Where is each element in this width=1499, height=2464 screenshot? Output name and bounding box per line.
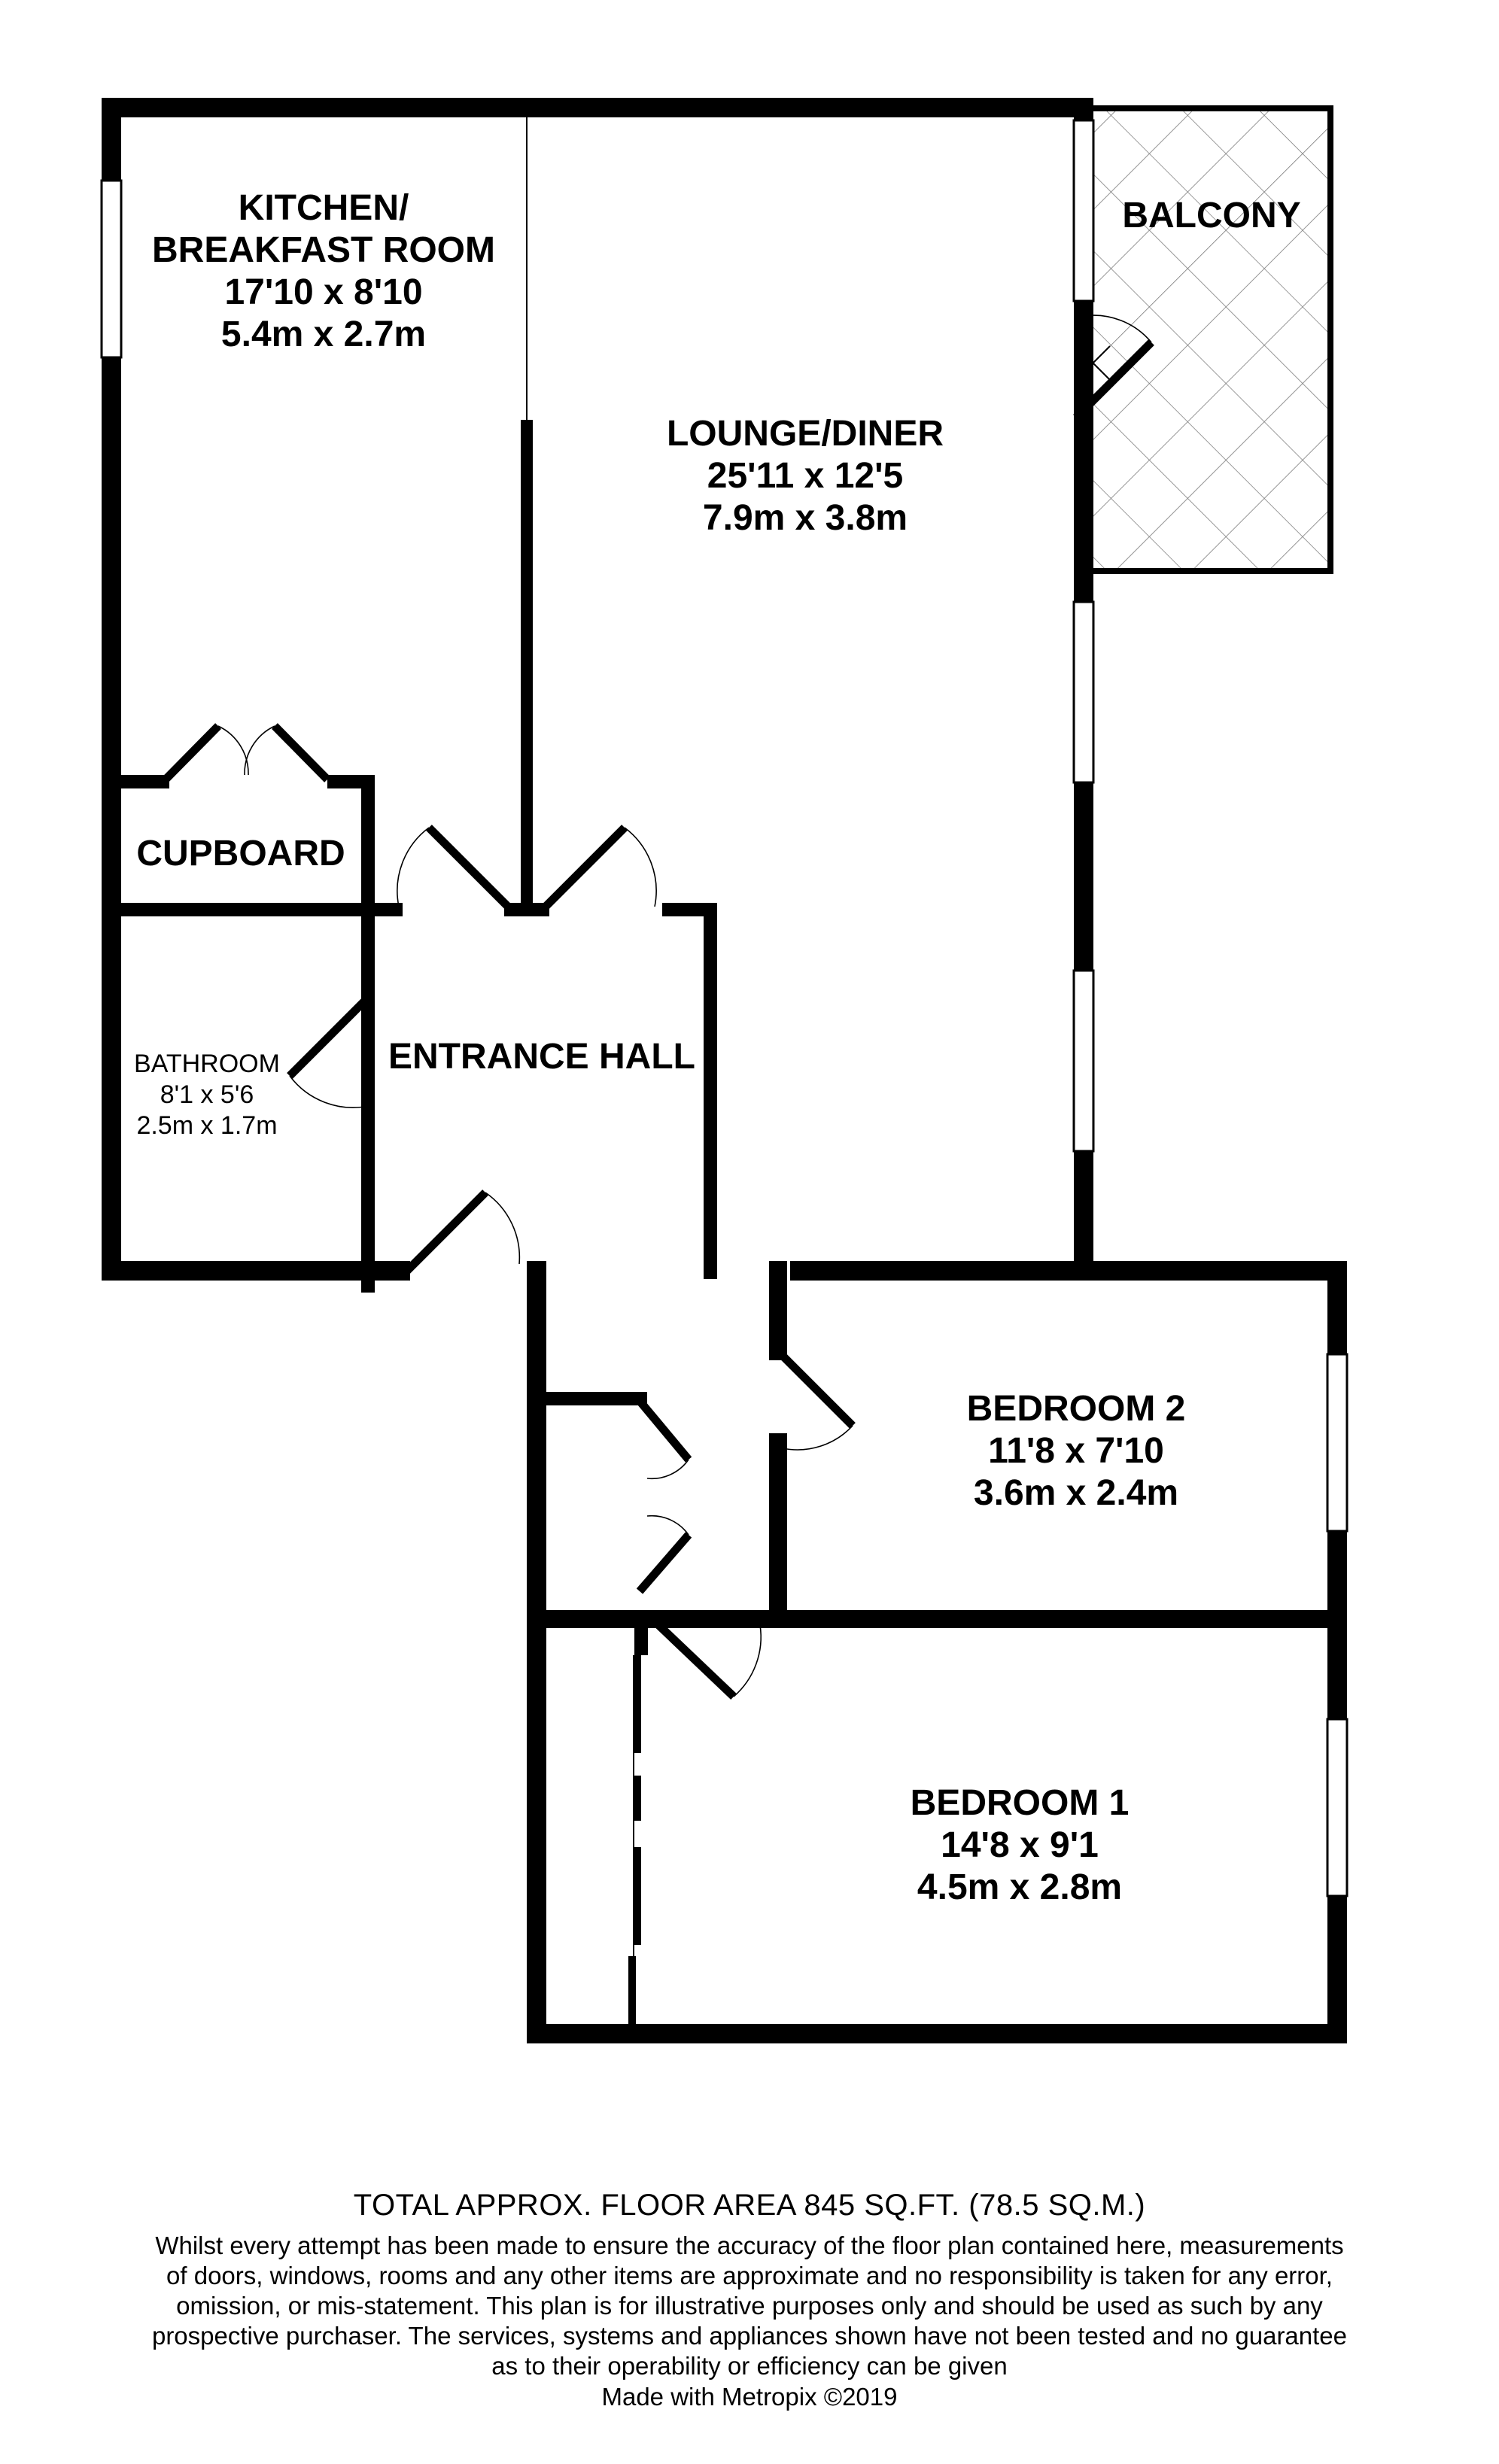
cupboard-name: CUPBOARD: [136, 834, 345, 873]
bedroom1-name: BEDROOM 1: [911, 1783, 1130, 1823]
hall-name: ENTRANCE HALL: [388, 1037, 695, 1077]
window-lounge-top: [1072, 119, 1095, 302]
lounge-name: LOUNGE/DINER: [667, 414, 944, 454]
kitchen-name-line1: KITCHEN/: [239, 188, 409, 228]
bathroom-name: BATHROOM: [134, 1050, 280, 1078]
window-bedroom2: [1326, 1353, 1348, 1533]
bedroom2-imperial: 11'8 x 7'10: [988, 1431, 1164, 1471]
cupboard-doors: [163, 723, 330, 782]
label-lounge: LOUNGE/DINER 25'11 x 12'5 7.9m x 3.8m: [667, 414, 944, 538]
disclaimer-line: as to their operability or efficiency ca…: [491, 2352, 1008, 2380]
label-bathroom: BATHROOM 8'1 x 5'6 2.5m x 1.7m: [134, 1050, 280, 1140]
label-bedroom2: BEDROOM 2 11'8 x 7'10 3.6m x 2.4m: [967, 1389, 1186, 1513]
bedroom2-metric: 3.6m x 2.4m: [974, 1473, 1178, 1513]
lounge-imperial: 25'11 x 12'5: [707, 456, 903, 496]
balcony-door: [1073, 314, 1154, 564]
total-floor-area: TOTAL APPROX. FLOOR AREA 845 SQ.FT. (78.…: [353, 2189, 1146, 2222]
metropix-credit: Made with Metropix ©2019: [601, 2383, 898, 2411]
front-door: [403, 1189, 521, 1275]
hall-cupboard-doors: [636, 1398, 692, 1594]
lounge-metric: 7.9m x 3.8m: [703, 498, 908, 538]
disclaimer-line: of doors, windows, rooms and any other i…: [166, 2262, 1333, 2289]
bedroom2-door: [778, 1351, 856, 1451]
bedroom1-wardrobe: [628, 1655, 641, 2031]
disclaimer-line: prospective purchaser. The services, sys…: [151, 2322, 1348, 2350]
bathroom-metric: 2.5m x 1.7m: [136, 1111, 277, 1140]
kitchen-metric: 5.4m x 2.7m: [221, 314, 426, 354]
bedroom2-name: BEDROOM 2: [967, 1389, 1186, 1429]
kitchen-imperial: 17'10 x 8'10: [224, 272, 422, 312]
floor-plan: KITCHEN/ BREAKFAST ROOM 17'10 x 8'10 5.4…: [100, 98, 1348, 2043]
footer: TOTAL APPROX. FLOOR AREA 845 SQ.FT. (78.…: [60, 2186, 1439, 2413]
bedroom1-metric: 4.5m x 2.8m: [917, 1867, 1122, 1907]
window-bedroom1: [1326, 1718, 1348, 1897]
balcony-name: BALCONY: [1122, 196, 1300, 235]
balcony: [1082, 105, 1333, 574]
hall-doors: [397, 825, 657, 910]
disclaimer: Whilst every attempt has been made to en…: [60, 2231, 1439, 2381]
windows: [100, 119, 1348, 1897]
internal-walls: [102, 420, 1347, 1655]
disclaimer-line: Whilst every attempt has been made to en…: [155, 2232, 1344, 2259]
bedroom1-imperial: 14'8 x 9'1: [941, 1825, 1099, 1865]
label-bedroom1: BEDROOM 1 14'8 x 9'1 4.5m x 2.8m: [911, 1783, 1130, 1907]
disclaimer-line: omission, or mis-statement. This plan is…: [176, 2292, 1323, 2320]
kitchen-name-line2: BREAKFAST ROOM: [152, 230, 495, 270]
window-lounge-low: [1072, 969, 1095, 1153]
bedroom1-door: [652, 1618, 762, 1700]
label-kitchen: KITCHEN/ BREAKFAST ROOM 17'10 x 8'10 5.4…: [152, 188, 495, 354]
bathroom-door: [287, 994, 372, 1108]
window-kitchen: [100, 179, 123, 359]
bathroom-imperial: 8'1 x 5'6: [160, 1080, 254, 1109]
window-lounge-mid: [1072, 600, 1095, 784]
